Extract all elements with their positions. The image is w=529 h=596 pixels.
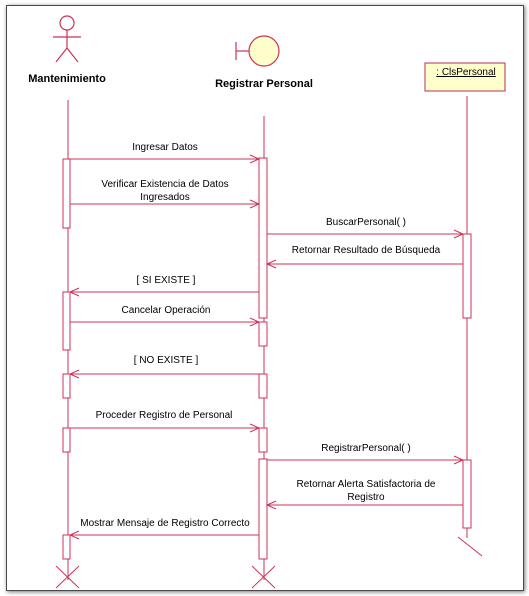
actor-activation — [62, 534, 71, 560]
actor-activation — [62, 373, 71, 399]
boundary-activation — [258, 157, 268, 319]
boundary-activation — [258, 373, 268, 399]
message-arrow — [70, 154, 261, 164]
object-activation — [462, 233, 472, 319]
object-activation — [462, 459, 472, 529]
boundary-destroy-mark — [251, 565, 276, 589]
message-label: Cancelar Operación — [122, 305, 211, 316]
actor-activation — [62, 291, 71, 351]
actor-name: Mantenimiento — [28, 73, 106, 85]
message-arrow — [68, 369, 259, 379]
boundary-activation — [258, 458, 268, 560]
message-label: Ingresados — [140, 192, 189, 203]
boundary-name: Registrar Personal — [215, 78, 313, 90]
message-label: BuscarPersonal( ) — [326, 217, 406, 228]
message-label: [ NO EXISTE ] — [134, 355, 199, 366]
boundary-activation — [258, 427, 268, 453]
boundary-icon — [235, 35, 280, 67]
message-arrow — [70, 199, 261, 209]
object-name: : ClsPersonal — [436, 67, 495, 78]
message-arrow — [265, 500, 463, 510]
message-label: [ SI EXISTE ] — [137, 275, 196, 286]
message-label: Retornar Resultado de Búsqueda — [292, 245, 441, 256]
message-arrow — [70, 317, 261, 327]
boundary-activation — [258, 321, 268, 347]
actor-activation — [62, 427, 71, 453]
message-label: Proceder Registro de Personal — [96, 410, 233, 421]
object-box — [424, 62, 506, 92]
object-destroy-mark — [457, 536, 483, 557]
actor-destroy-mark — [55, 565, 80, 589]
actor-icon — [53, 15, 81, 63]
message-label: Retornar Alerta Satisfactoria de — [297, 479, 436, 490]
message-arrow — [68, 287, 259, 297]
message-arrow — [267, 229, 465, 239]
message-label: Ingresar Datos — [132, 142, 198, 153]
message-label: Verificar Existencia de Datos — [101, 179, 228, 190]
message-label: RegistrarPersonal( ) — [321, 443, 410, 454]
actor-activation — [62, 158, 71, 229]
message-arrow — [68, 530, 259, 540]
message-arrow — [265, 259, 463, 269]
message-arrow — [267, 455, 465, 465]
message-label: Mostrar Mensaje de Registro Correcto — [80, 518, 250, 529]
message-label: Registro — [347, 492, 385, 503]
message-arrow — [70, 423, 261, 433]
